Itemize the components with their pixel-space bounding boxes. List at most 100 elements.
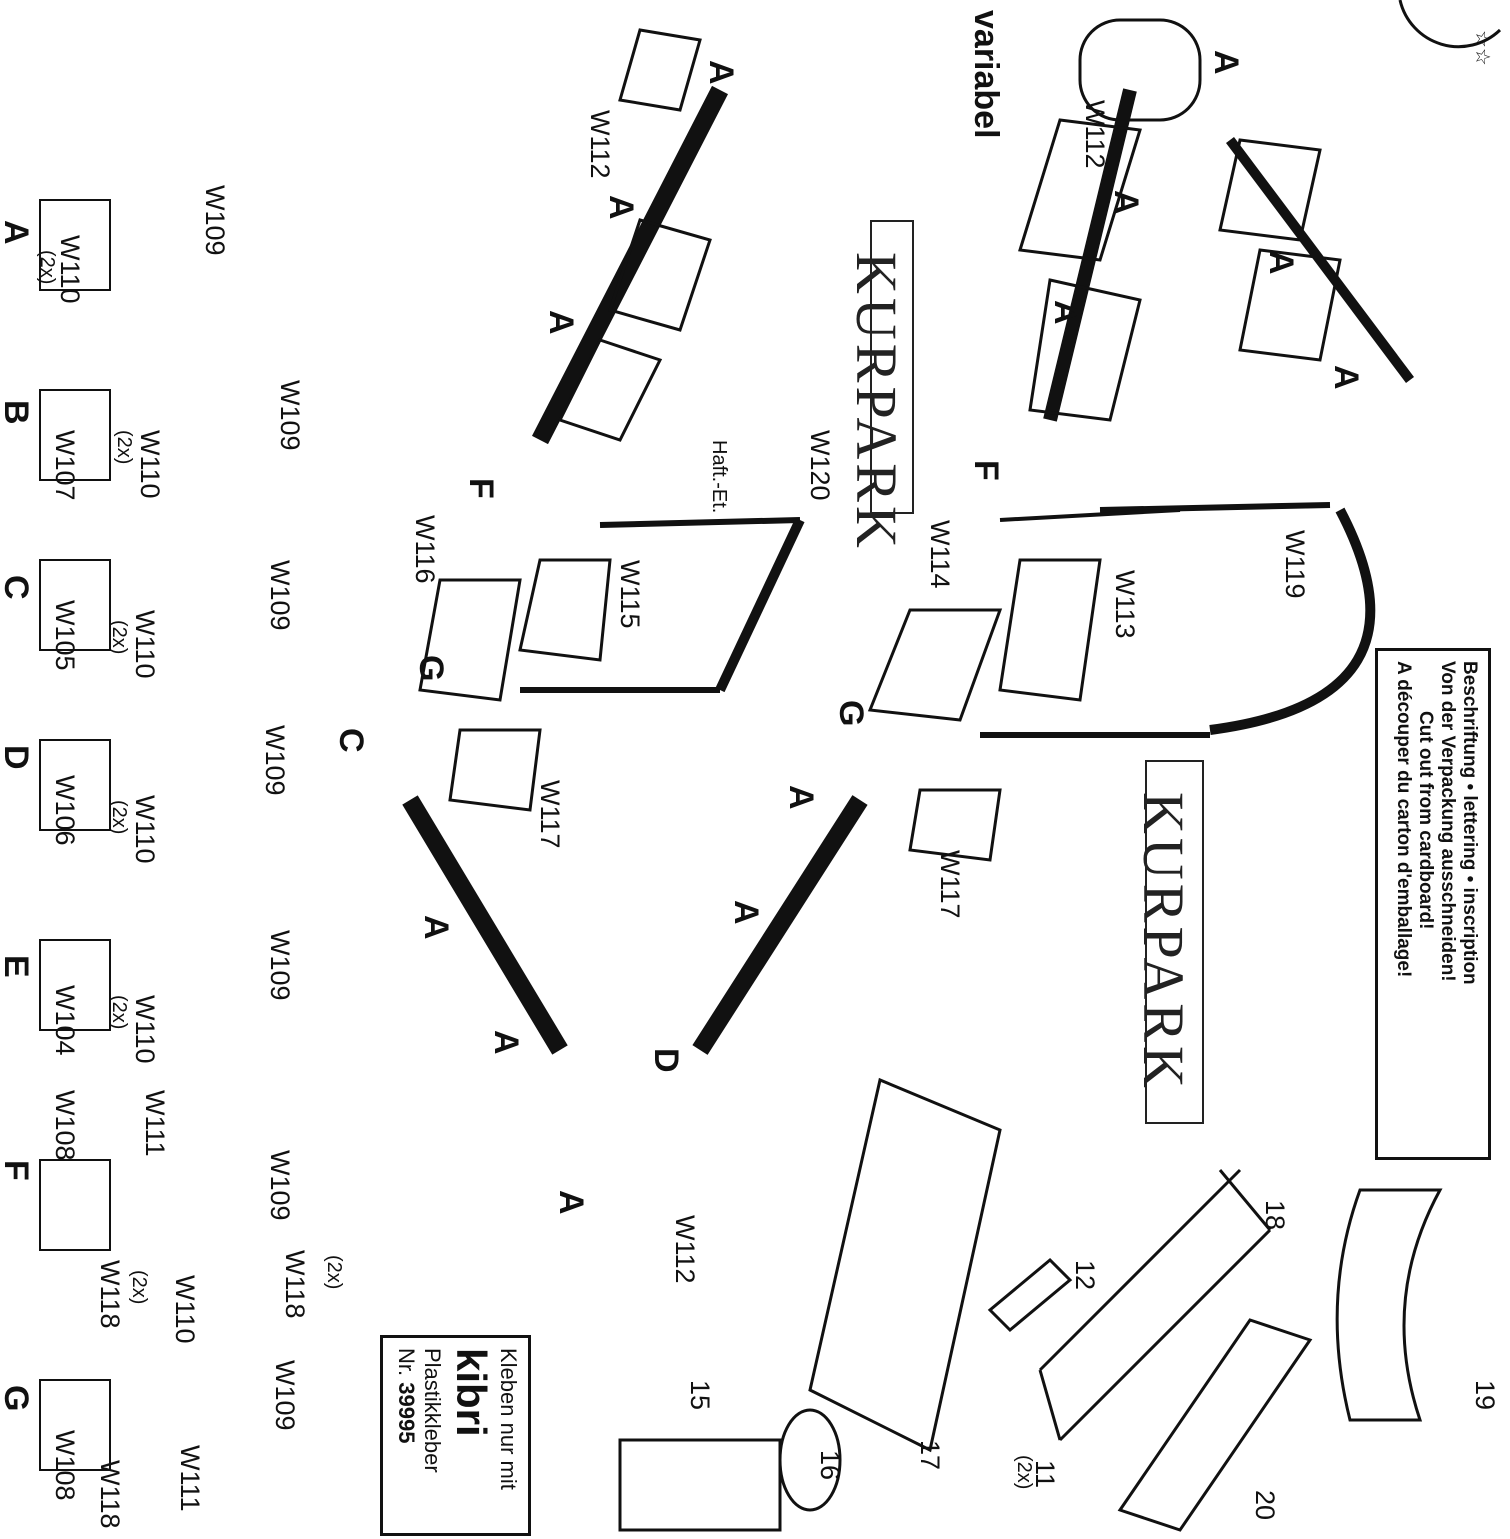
asm-g-letter: G [0, 1385, 35, 1412]
variabel-label: variabel [967, 10, 1005, 139]
label-11-mult: (2x) [1013, 1455, 1035, 1490]
asm-c-base: W105 [50, 600, 80, 671]
label-12: 12 [1070, 1260, 1100, 1291]
asm-f-w111: W111 [140, 1090, 170, 1157]
label-w114: W114 [925, 520, 955, 589]
label-16: 16 [815, 1450, 845, 1481]
fence-lower-right [692, 795, 868, 1055]
asm-c-mult: (2x) [108, 620, 130, 655]
label-haft: Haft.-Et. [708, 440, 730, 514]
difficulty-stars: ☆☆ [1471, 30, 1493, 66]
letter-c-1: C [332, 728, 370, 753]
label-20: 20 [1250, 1490, 1280, 1521]
asm-f-w118: W118 [95, 1260, 125, 1329]
part-20 [1117, 1318, 1313, 1532]
label-17: 17 [915, 1440, 945, 1471]
asm-c-w109: W109 [265, 560, 295, 631]
asm-b-w109: W109 [275, 380, 305, 451]
asm-a-w109: W109 [200, 185, 230, 256]
asm-a-mult: (2x) [36, 250, 58, 285]
gate-w114 [867, 608, 1003, 722]
asm-c-letter: C [0, 575, 35, 600]
part-18 [1038, 1168, 1272, 1442]
assemblies-row [39, 199, 111, 1471]
label-w117-a: W117 [935, 850, 965, 919]
asm-d-w110: W110 [130, 795, 160, 864]
asm-g-w118-mult: (2x) [323, 1255, 345, 1290]
letter-a-11: A [417, 915, 455, 940]
letter-a-3: A [1047, 300, 1085, 325]
asm-f-w110: W110 [170, 1275, 200, 1344]
asm-e-letter: E [0, 955, 35, 978]
asm-a-letter: A [0, 220, 35, 245]
letter-a-7: A [602, 195, 640, 220]
label-15: 15 [685, 1380, 715, 1411]
label-w112-bot: W112 [670, 1215, 700, 1284]
label-18: 18 [1260, 1200, 1290, 1231]
asm-f-w108: W108 [50, 1090, 80, 1161]
asm-f-mult: (2x) [128, 1270, 150, 1305]
glue-box: Kleben nur mit kibri Plastikkleber Nr. 3… [380, 1335, 531, 1536]
letter-a-10: A [727, 900, 765, 925]
asm-e-mult: (2x) [108, 995, 130, 1030]
asm-f-letter: F [0, 1160, 35, 1181]
gate-w117-a [908, 788, 1002, 862]
part-17 [808, 1077, 1002, 1453]
letter-a-12: A [487, 1030, 525, 1055]
asm-d-w109: W109 [260, 725, 290, 796]
asm-g-w111: W111 [175, 1445, 205, 1512]
badge-circle [1398, 0, 1502, 49]
asm-f-w109: W109 [265, 1150, 295, 1221]
letter-f-1: F [967, 460, 1005, 481]
letter-a-4: A [1262, 250, 1300, 275]
fence-upper-row [1018, 18, 1414, 422]
asm-d-base: W106 [50, 775, 80, 846]
kibri-logo: kibri [448, 1348, 495, 1437]
asm-b-base: W107 [50, 430, 80, 501]
parts-group [618, 1077, 1443, 1532]
asm-e-w110: W110 [130, 995, 160, 1064]
gate-w116 [418, 578, 522, 702]
asm-e-w109: W109 [265, 930, 295, 1001]
label-w119: W119 [1280, 530, 1310, 599]
letter-f-2: F [462, 478, 500, 499]
part-16 [778, 1408, 842, 1512]
asm-c-w110: W110 [130, 610, 160, 679]
letter-g-2: G [412, 655, 450, 682]
part-12 [987, 1257, 1073, 1333]
cut-out-notice: Beschriftung • lettering • inscription V… [1375, 648, 1491, 1160]
label-w115: W115 [615, 560, 645, 629]
letter-a-8: A [542, 310, 580, 335]
part-15 [618, 1438, 782, 1532]
label-19: 19 [1470, 1380, 1500, 1411]
label-w113: W113 [1110, 570, 1140, 639]
label-w112-mid: W112 [585, 110, 615, 179]
asm-b-letter: B [0, 400, 35, 425]
gate-w117-b [448, 728, 542, 812]
asm-g-w118: W118 [95, 1460, 125, 1529]
kurpark-sign-upper: KURPARK [1131, 760, 1204, 1124]
asm-b-mult: (2x) [113, 430, 135, 465]
letter-a-9: A [782, 785, 820, 810]
letter-a-5: A [1327, 365, 1365, 390]
label-w120: W120 [805, 430, 835, 501]
asm-g-w108: W108 [50, 1430, 80, 1501]
arch-lower [520, 517, 805, 693]
letter-a-1: A [1207, 50, 1245, 75]
asm-a-w110: W110 [55, 235, 85, 304]
gate-w113 [998, 558, 1102, 702]
asm-g-w118-top: W118 [280, 1250, 310, 1319]
label-w116: W116 [410, 515, 440, 584]
letter-a-2: A [1107, 190, 1145, 215]
arch-upper [980, 502, 1376, 738]
letter-g-1: G [832, 700, 870, 727]
asm-g-w109: W109 [270, 1360, 300, 1431]
gate-w115 [518, 558, 612, 662]
asm-d-mult: (2x) [108, 800, 130, 835]
letter-d-1: D [647, 1048, 685, 1073]
letter-a-13: A [552, 1190, 590, 1215]
letter-a-6: A [702, 60, 740, 85]
label-w112-top: W112 [1080, 100, 1110, 169]
fence-mid-row [531, 28, 729, 445]
